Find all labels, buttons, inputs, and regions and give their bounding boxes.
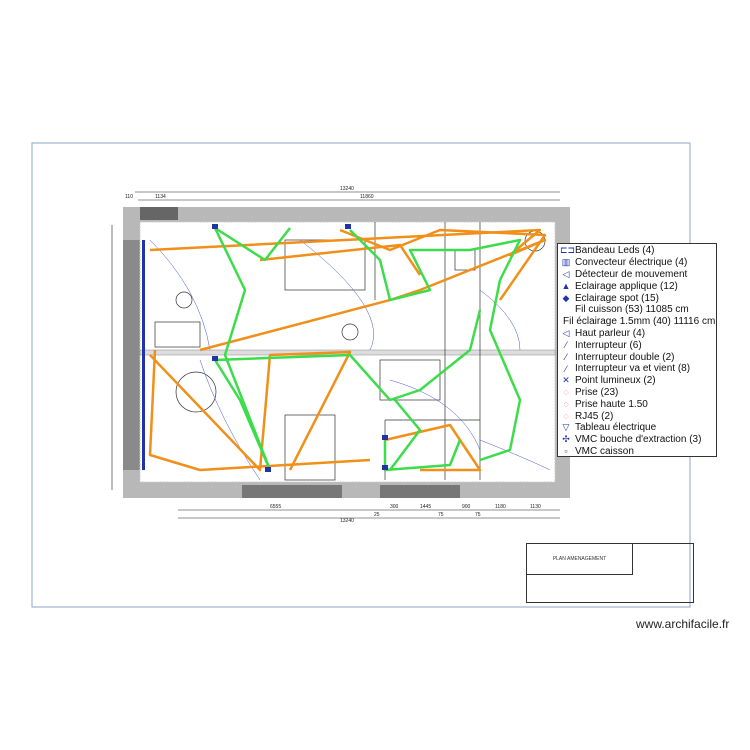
- dim-small-2: 75: [475, 512, 481, 518]
- legend-item: ◆ Eclairage spot (15): [560, 292, 714, 304]
- dim-bottom-1: 300: [390, 504, 399, 510]
- legend-label: Haut parleur (4): [575, 327, 646, 339]
- dim-top-main: 11860: [360, 194, 374, 200]
- legend-item: ⁄ Interrupteur va et vient (8): [560, 363, 714, 375]
- legend-label: Détecteur de mouvement: [575, 268, 688, 280]
- legend-item: ◌ Prise haute 1.50: [560, 398, 714, 410]
- dim-small-0: 25: [374, 512, 380, 518]
- legend-item: ▽ Tableau électrique: [560, 422, 714, 434]
- legend: ⊏⊐Bandeau Leds (4)▥Convecteur électrique…: [557, 243, 717, 457]
- legend-item: ✣ VMC bouche d'extraction (3): [560, 434, 714, 446]
- legend-item: ▥ Convecteur électrique (4): [560, 257, 714, 269]
- legend-label: Eclairage applique (12): [575, 280, 678, 292]
- point-lumineux-icon: ✕: [562, 375, 570, 386]
- rj45-icon: ◌: [563, 411, 569, 422]
- fil-eclairage-wires: [213, 226, 522, 472]
- spot-icon: ◆: [562, 292, 570, 303]
- legend-item: ⊏⊐Bandeau Leds (4): [560, 245, 714, 257]
- legend-label: RJ45 (2): [575, 410, 614, 422]
- legend-item: ▲ Eclairage applique (12): [560, 280, 714, 292]
- legend-label: Eclairage spot (15): [575, 292, 659, 304]
- vmc-bouche-icon: ✣: [562, 434, 570, 445]
- legend-label: Convecteur électrique (4): [575, 257, 688, 269]
- legend-label: Fil cuisson (53) 11085 cm: [575, 304, 689, 316]
- dim-bottom-5: 1130: [530, 504, 541, 510]
- legend-item: ◌ RJ45 (2): [560, 410, 714, 422]
- dimension-lines: [111, 191, 560, 519]
- legend-label: VMC bouche d'extraction (3): [575, 434, 702, 446]
- dim-bottom-2: 1445: [420, 504, 431, 510]
- legend-item: Fil cuisson (53) 11085 cm: [560, 304, 714, 316]
- watermark: www.archifacile.fr: [636, 617, 730, 631]
- legend-label: Prise (23): [575, 386, 619, 398]
- legend-label: Interrupteur double (2): [575, 351, 675, 363]
- wall-dark-section: [140, 207, 178, 220]
- legend-label: VMC caisson: [575, 445, 634, 457]
- prise-icon: ◌: [563, 387, 569, 398]
- interrupteur-icon: ⁄: [565, 340, 567, 351]
- legend-label: Interrupteur va et vient (8): [575, 363, 691, 375]
- legend-item: ◁ Détecteur de mouvement: [560, 269, 714, 281]
- tableau-icon: ▽: [562, 422, 570, 433]
- va-et-vient-icon: ⁄: [565, 363, 567, 374]
- legend-item: ⁄ Interrupteur double (2): [560, 351, 714, 363]
- legend-item: ◁ Haut parleur (4): [560, 328, 714, 340]
- dim-bottom-4: 1180: [495, 504, 506, 510]
- window-bottom-2: [380, 485, 460, 498]
- legend-label: Fil éclairage 1.5mm (40) 11116 cm: [563, 316, 716, 328]
- dim-top-total: 13240: [340, 186, 354, 192]
- legend-item: ▫ VMC caisson: [560, 446, 714, 458]
- convecteur-icon: ▥: [561, 257, 571, 268]
- dim-small-1: 75: [438, 512, 444, 518]
- legend-label: Prise haute 1.50: [575, 398, 648, 410]
- prise-haute-icon: ◌: [563, 399, 569, 410]
- legend-label: Point lumineux (2): [575, 375, 656, 387]
- electrical-symbols: [142, 224, 388, 472]
- dim-bottom-total: 13240: [340, 518, 354, 524]
- title-block: PLAN AMENAGEMENT: [526, 543, 694, 603]
- dim-top-left: 110: [125, 194, 133, 200]
- title-block-title: PLAN AMENAGEMENT: [527, 544, 633, 575]
- bandeau-leds-icon: ⊏⊐: [560, 245, 576, 256]
- window-bottom: [242, 485, 342, 498]
- detecteur-icon: ◁: [562, 268, 570, 279]
- dim-top-seg: 1134: [155, 194, 166, 200]
- dim-bottom-0: 6555: [270, 504, 281, 510]
- interrupteur-double-icon: ⁄: [565, 352, 567, 363]
- legend-item: ◌ Prise (23): [560, 387, 714, 399]
- legend-item: ⁄ Interrupteur (6): [560, 339, 714, 351]
- legend-label: Tableau électrique: [575, 422, 657, 434]
- legend-item: ✕ Point lumineux (2): [560, 375, 714, 387]
- legend-item: Fil éclairage 1.5mm (40) 11116 cm: [560, 316, 716, 328]
- haut-parleur-icon: ◁: [562, 327, 570, 338]
- legend-label: Bandeau Leds (4): [575, 245, 655, 257]
- vmc-caisson-icon: ▫: [564, 446, 568, 457]
- wall-left-dark: [123, 240, 140, 470]
- legend-label: Interrupteur (6): [575, 339, 642, 351]
- dim-bottom-3: 900: [462, 504, 471, 510]
- applique-icon: ▲: [561, 281, 571, 292]
